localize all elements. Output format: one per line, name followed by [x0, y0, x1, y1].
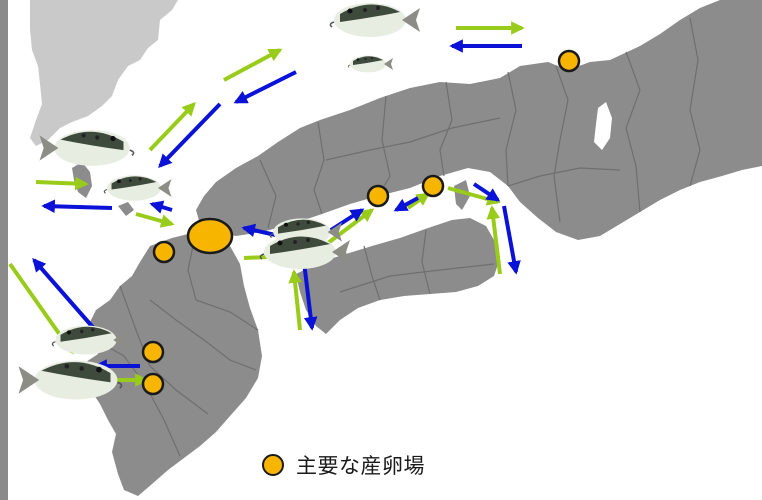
- lake-biwa: [594, 102, 612, 150]
- spawning-grounds: [141, 49, 581, 396]
- kyushu-landmass: [84, 232, 262, 496]
- spawning-ground-marker: [152, 240, 176, 264]
- green-arrow: [406, 192, 431, 210]
- blue-arrow: [302, 261, 318, 331]
- pufferfish-icon: [347, 55, 394, 73]
- prefecture-borders: [95, 17, 701, 457]
- spawning-ground-marker: [421, 174, 445, 198]
- pufferfish-icon: [329, 2, 421, 38]
- blue-arrow: [393, 196, 419, 212]
- green-arrow: [486, 205, 502, 275]
- korea-landmass: [30, 0, 178, 146]
- spawning-ground-marker: [557, 49, 581, 73]
- blue-arrow: [502, 205, 521, 275]
- awaji-island: [454, 180, 470, 210]
- tsushima-island: [72, 162, 92, 198]
- blue-arrow: [149, 200, 173, 214]
- pufferfish-icon: [38, 129, 135, 167]
- blue-arrow: [233, 70, 297, 104]
- spawning-ground-marker: [141, 340, 165, 364]
- green-arrow: [35, 176, 89, 191]
- blue-arrow: [41, 199, 113, 214]
- green-arrow: [148, 102, 196, 152]
- green-arrow: [223, 48, 283, 82]
- spawning-ground-legend-icon: [262, 454, 284, 476]
- iki-island: [118, 202, 134, 216]
- honshu-landmass: [196, 0, 762, 240]
- spawning-ground-marker: [141, 372, 165, 396]
- pufferfish-icon: [103, 174, 173, 202]
- spawning-ground-marker: [186, 217, 234, 255]
- blue-arrow: [472, 182, 501, 202]
- green-arrow: [135, 212, 175, 228]
- legend-label: 主要な産卵場: [296, 454, 425, 478]
- blue-arrow: [158, 102, 222, 168]
- legend: 主要な産卵場: [262, 450, 425, 480]
- spawning-ground-marker: [366, 184, 390, 208]
- green-arrow: [288, 269, 302, 331]
- shikoku-landmass: [296, 218, 500, 334]
- left-frame: [0, 0, 8, 500]
